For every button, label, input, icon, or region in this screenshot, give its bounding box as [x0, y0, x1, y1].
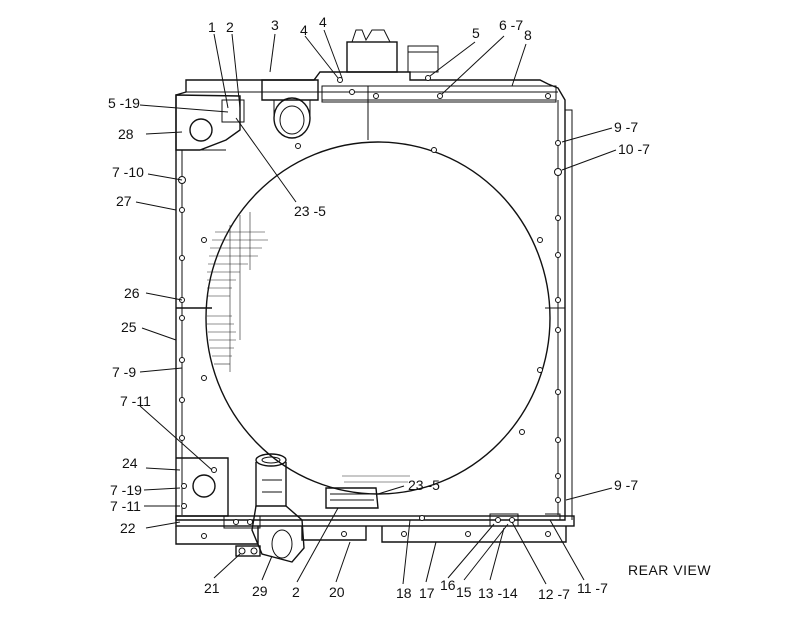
callout-17: 17 [419, 585, 435, 601]
callout-13-14: 13 -14 [478, 585, 518, 601]
callout-24: 24 [122, 455, 138, 471]
callout-5-19: 5 -19 [108, 95, 140, 111]
callout-26: 26 [124, 285, 140, 301]
callout-4-upper: 4 [319, 14, 327, 30]
callout-25: 25 [121, 319, 137, 335]
callout-7-11-lower: 7 -11 [110, 498, 141, 514]
callout-20: 20 [329, 584, 345, 600]
callout-7-11-upper: 7 -11 [120, 393, 151, 409]
callout-2: 2 [226, 19, 234, 35]
radiator-shroud [175, 71, 573, 521]
upper-inlet-hose [261, 79, 319, 139]
callout-2-lower: 2 [292, 584, 300, 600]
callout-12-7: 12 -7 [538, 586, 570, 602]
callout-23-5-upper: 23 -5 [294, 203, 326, 219]
callout-3: 3 [271, 17, 279, 33]
callout-labels: 1 2 3 4 4 5 6 -7 8 5 -19 28 9 -7 10 -7 7… [108, 14, 650, 602]
view-caption: REAR VIEW [628, 562, 711, 578]
callout-15: 15 [456, 584, 472, 600]
callout-16: 16 [440, 577, 456, 593]
drain-valve [235, 545, 261, 557]
callout-9-7-upper: 9 -7 [614, 119, 638, 135]
callout-7-9: 7 -9 [112, 364, 136, 380]
callout-28: 28 [118, 126, 134, 142]
callout-27: 27 [116, 193, 132, 209]
upper-left-bracket [175, 94, 245, 151]
fan-opening [205, 141, 551, 495]
filler-cap [346, 29, 439, 73]
callout-23-5-lower: 23 -5 [408, 477, 440, 493]
callout-7-19: 7 -19 [110, 482, 142, 498]
callout-1: 1 [208, 19, 216, 35]
lower-outlet-hose [251, 453, 305, 563]
lower-clamp-block [325, 487, 379, 509]
lower-left-bracket [176, 457, 229, 517]
callout-21: 21 [204, 580, 220, 596]
callout-4-lower: 4 [300, 22, 308, 38]
core-hatching [207, 212, 268, 372]
shroud-bolts [178, 75, 562, 503]
callout-10-7: 10 -7 [618, 141, 650, 157]
callout-22: 22 [120, 520, 136, 536]
callout-8: 8 [524, 27, 532, 43]
callout-9-7-lower: 9 -7 [614, 477, 638, 493]
callout-7-10: 7 -10 [112, 164, 144, 180]
callout-6-7: 6 -7 [499, 17, 523, 33]
callout-5: 5 [472, 25, 480, 41]
callout-11-7: 11 -7 [577, 580, 608, 596]
bottom-tank [175, 513, 575, 545]
leader-lines [135, 29, 617, 585]
callout-18: 18 [396, 585, 412, 601]
callout-29: 29 [252, 583, 268, 599]
